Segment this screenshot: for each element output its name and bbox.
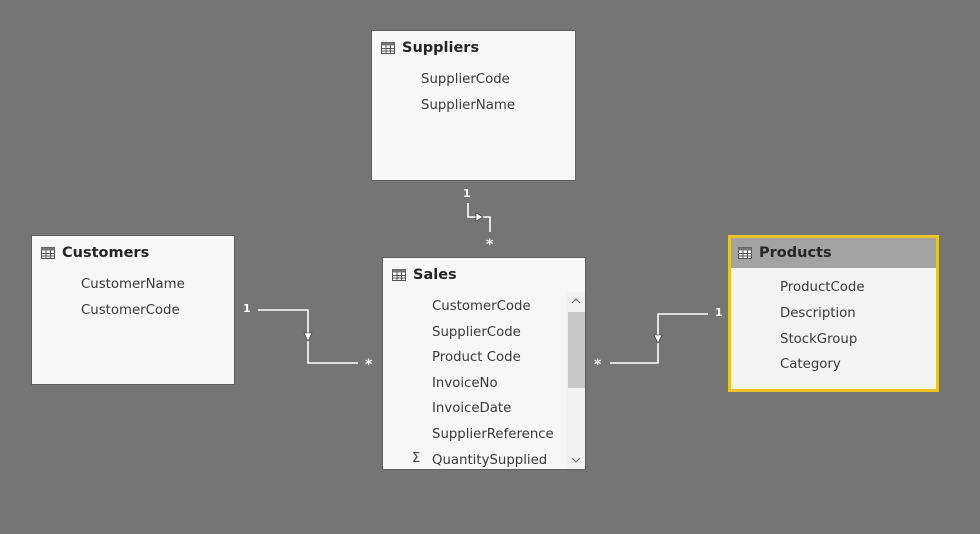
field-supplierreference[interactable]: SupplierReference [432,427,554,442]
table-card-suppliers[interactable]: Suppliers SupplierCode SupplierName [371,30,576,181]
field-product-code[interactable]: Product Code [432,350,521,365]
relationship-customers-sales [258,309,358,364]
table-icon [738,247,752,259]
scroll-up-arrow[interactable] [567,293,585,309]
cardinality-one-customers: 1 [243,302,251,315]
field-suppliercode[interactable]: SupplierCode [421,72,510,87]
field-quantitysupplied[interactable]: QuantitySupplied [432,453,548,468]
field-customercode[interactable]: CustomerCode [81,303,180,318]
field-suppliername[interactable]: SupplierName [421,98,516,113]
field-customername[interactable]: CustomerName [81,277,185,292]
cardinality-one-suppliers: 1 [463,187,471,200]
field-suppliercode[interactable]: SupplierCode [432,325,521,340]
filter-arrow-customers-sales [303,332,313,342]
table-icon [41,247,55,259]
table-icon [392,269,406,281]
field-description[interactable]: Description [780,306,856,321]
chevron-down-icon [571,457,581,463]
field-category[interactable]: Category [780,357,841,372]
cardinality-many-sales-top: * [486,237,494,253]
field-invoiceno[interactable]: InvoiceNo [432,376,498,391]
filter-arrow-suppliers-sales [475,212,484,222]
cardinality-one-products: 1 [715,306,723,319]
relationship-products-sales [610,313,708,364]
scroll-down-arrow[interactable] [567,452,585,468]
cardinality-many-sales-right: * [594,357,602,373]
vertical-scrollbar[interactable] [567,292,585,469]
table-header-customers[interactable]: Customers [32,236,234,270]
table-header-products[interactable]: Products [731,238,936,268]
field-stockgroup[interactable]: StockGroup [780,332,858,347]
table-title: Customers [62,245,150,261]
cardinality-many-sales-left: * [365,357,373,373]
field-customercode[interactable]: CustomerCode [432,299,531,314]
table-header-suppliers[interactable]: Suppliers [372,31,575,65]
field-invoicedate[interactable]: InvoiceDate [432,401,512,416]
table-title: Sales [413,267,457,283]
table-title: Suppliers [402,40,480,56]
table-icon [381,42,395,54]
scroll-thumb[interactable] [568,312,585,388]
table-card-customers[interactable]: Customers CustomerName CustomerCode [31,235,235,385]
field-productcode[interactable]: ProductCode [780,280,865,295]
sigma-icon: Σ [412,451,421,466]
filter-arrow-products-sales [653,334,663,344]
relationship-suppliers-sales [467,203,491,232]
table-card-products[interactable]: Products ProductCode Description StockGr… [728,235,939,392]
table-card-sales[interactable]: Sales CustomerCode SupplierCode Product … [382,257,586,470]
table-header-sales[interactable]: Sales [383,258,585,292]
table-title: Products [759,245,832,261]
chevron-up-icon [571,298,581,304]
